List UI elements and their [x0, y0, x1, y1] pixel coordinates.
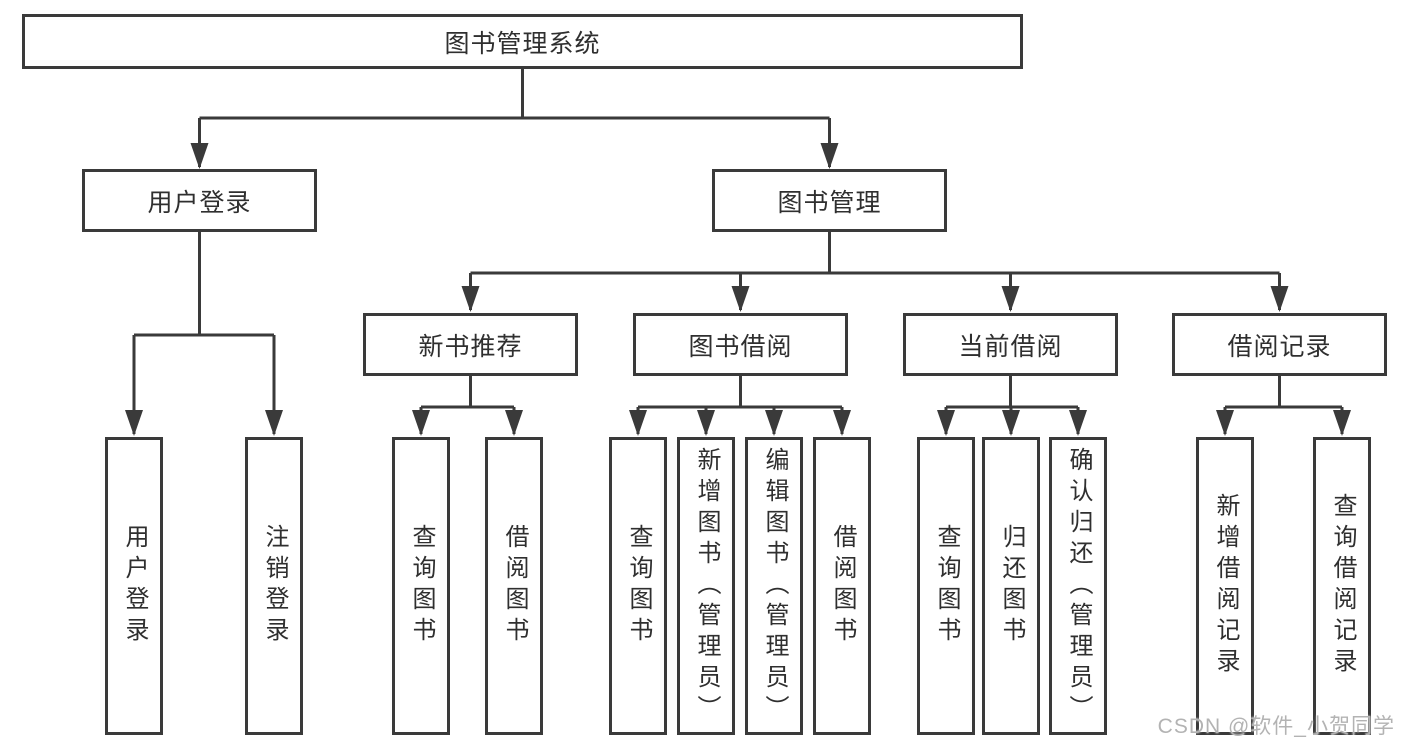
leaf-borrow-search-books: 查询图书 [609, 437, 667, 735]
leaf-records-add-record-label: 新增借阅记录 [1212, 493, 1239, 679]
leaf-borrow-edit-books-admin: 编辑图书（管理员） [745, 437, 803, 735]
leaf-recommend-search-books-label: 查询图书 [408, 524, 435, 648]
leaf-borrow-borrow-books-label: 借阅图书 [829, 524, 856, 648]
node-user-login-label: 用户登录 [147, 188, 252, 217]
node-book-borrow: 图书借阅 [633, 313, 848, 376]
leaf-logout-label: 注销登录 [261, 524, 288, 648]
node-book-borrow-label: 图书借阅 [688, 332, 793, 361]
leaf-logout: 注销登录 [245, 437, 303, 735]
leaf-records-search-record-label: 查询借阅记录 [1329, 493, 1356, 679]
leaf-records-add-record: 新增借阅记录 [1196, 437, 1254, 735]
node-current-borrow: 当前借阅 [903, 313, 1118, 376]
leaf-borrow-edit-books-admin-label: 编辑图书（管理员） [761, 446, 788, 726]
leaf-user-login: 用户登录 [105, 437, 163, 735]
node-system-root: 图书管理系统 [22, 14, 1023, 69]
leaf-current-confirm-return-admin-label: 确认归还（管理员） [1065, 446, 1092, 726]
node-new-book-recommend-label: 新书推荐 [418, 332, 523, 361]
csdn-watermark: CSDN @软件_小贺同学 [1157, 715, 1395, 738]
leaf-user-login-label: 用户登录 [121, 524, 148, 648]
leaf-recommend-borrow-books: 借阅图书 [485, 437, 543, 735]
node-new-book-recommend: 新书推荐 [363, 313, 578, 376]
leaf-recommend-borrow-books-label: 借阅图书 [501, 524, 528, 648]
leaf-borrow-borrow-books: 借阅图书 [813, 437, 871, 735]
node-book-management: 图书管理 [712, 169, 947, 232]
node-book-management-label: 图书管理 [777, 188, 882, 217]
leaf-current-return-books-label: 归还图书 [998, 524, 1025, 648]
leaf-current-search-books-label: 查询图书 [933, 524, 960, 648]
leaf-records-search-record: 查询借阅记录 [1313, 437, 1371, 735]
leaf-current-search-books: 查询图书 [917, 437, 975, 735]
node-user-login: 用户登录 [82, 169, 317, 232]
leaf-borrow-search-books-label: 查询图书 [625, 524, 652, 648]
node-system-root-label: 图书管理系统 [444, 29, 601, 58]
leaf-borrow-add-books-admin-label: 新增图书（管理员） [693, 446, 720, 726]
leaf-current-return-books: 归还图书 [982, 437, 1040, 735]
node-borrow-records: 借阅记录 [1172, 313, 1387, 376]
leaf-borrow-add-books-admin: 新增图书（管理员） [677, 437, 735, 735]
node-borrow-records-label: 借阅记录 [1227, 332, 1332, 361]
leaf-recommend-search-books: 查询图书 [392, 437, 450, 735]
node-current-borrow-label: 当前借阅 [958, 332, 1063, 361]
leaf-current-confirm-return-admin: 确认归还（管理员） [1049, 437, 1107, 735]
